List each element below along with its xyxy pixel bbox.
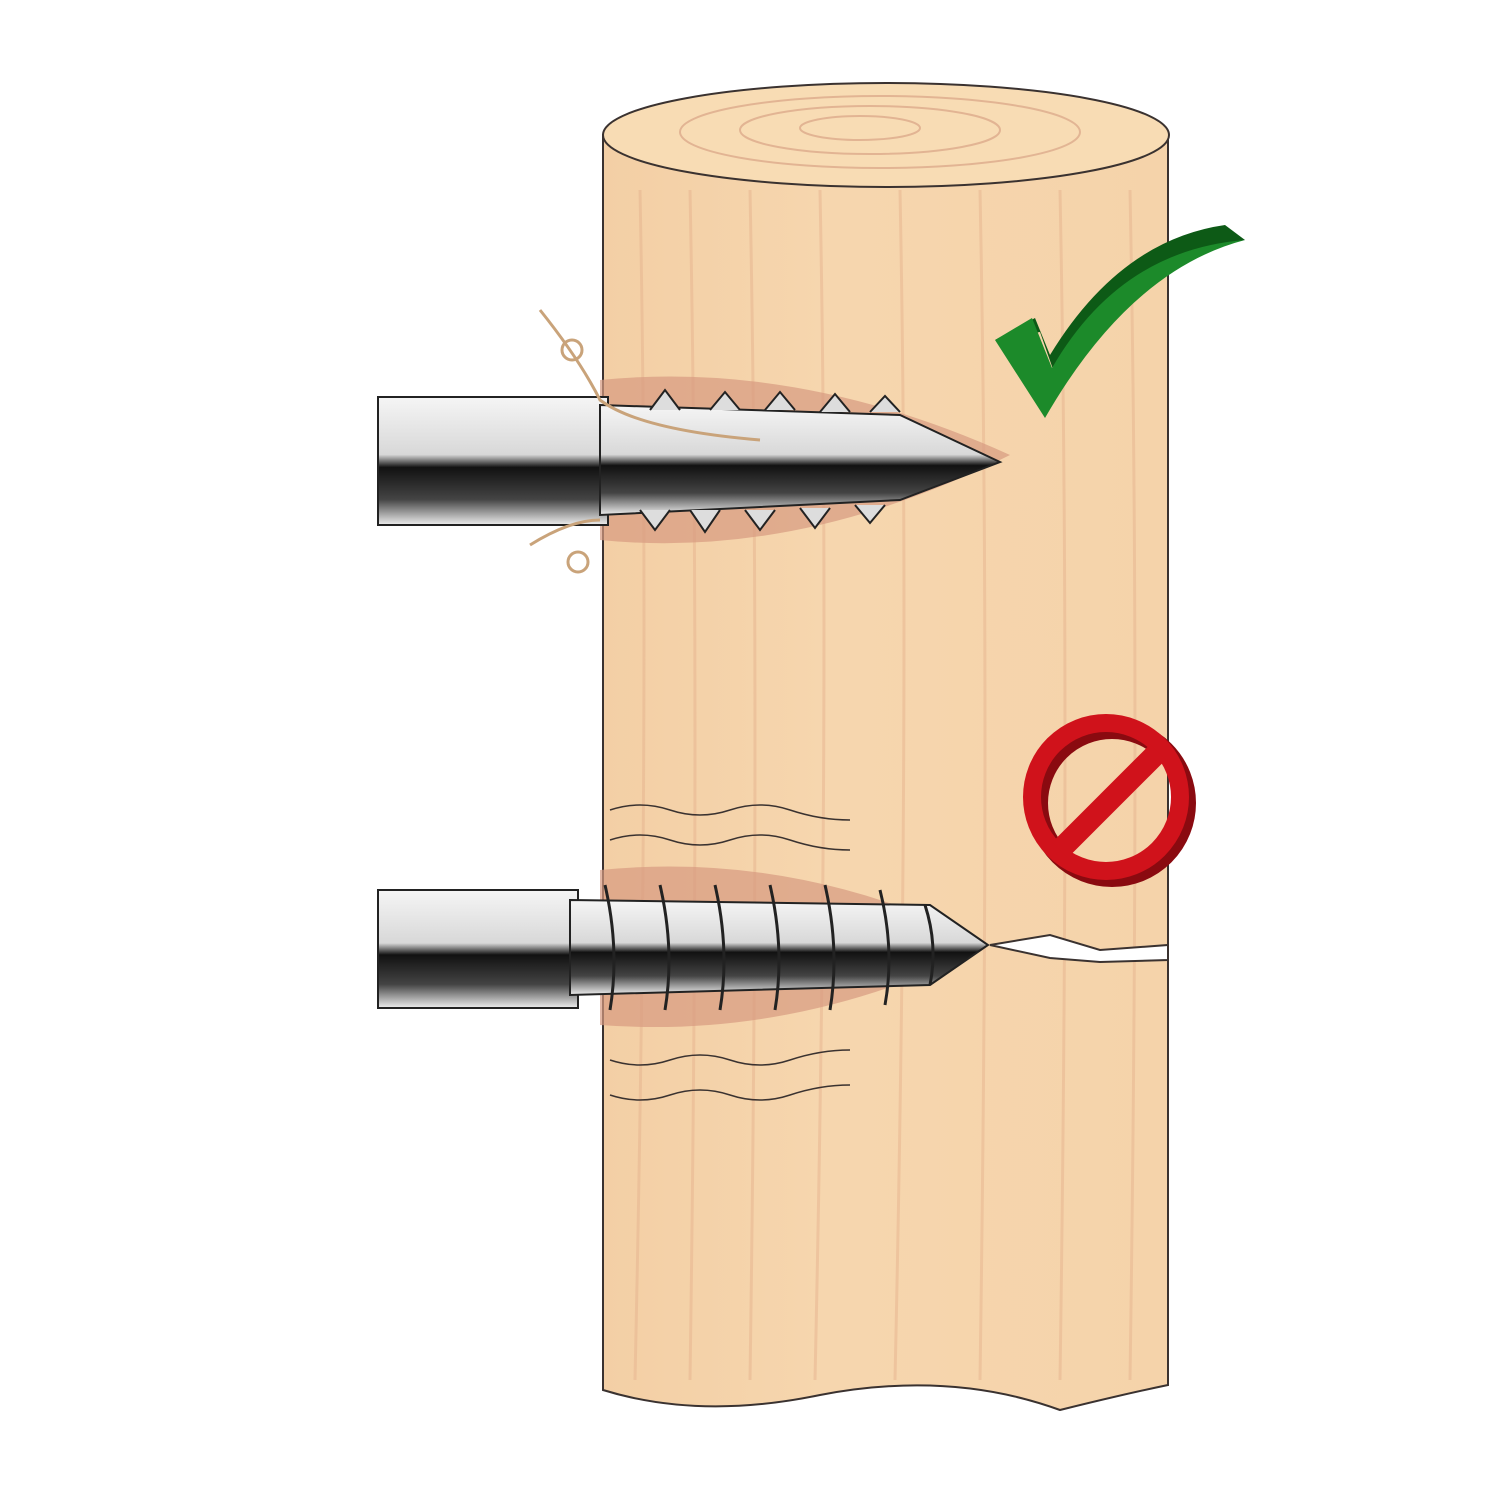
prohibited-icon: [1023, 714, 1196, 887]
stress-lines: [609, 804, 851, 1101]
wood-shavings: [529, 309, 761, 574]
log-top: [602, 82, 1170, 188]
good-screw: [377, 309, 1010, 574]
wood-crack: [989, 933, 1169, 964]
bad-screw: [377, 804, 1169, 1101]
wooden-log: [602, 82, 1170, 1412]
check-icon: [995, 225, 1245, 418]
